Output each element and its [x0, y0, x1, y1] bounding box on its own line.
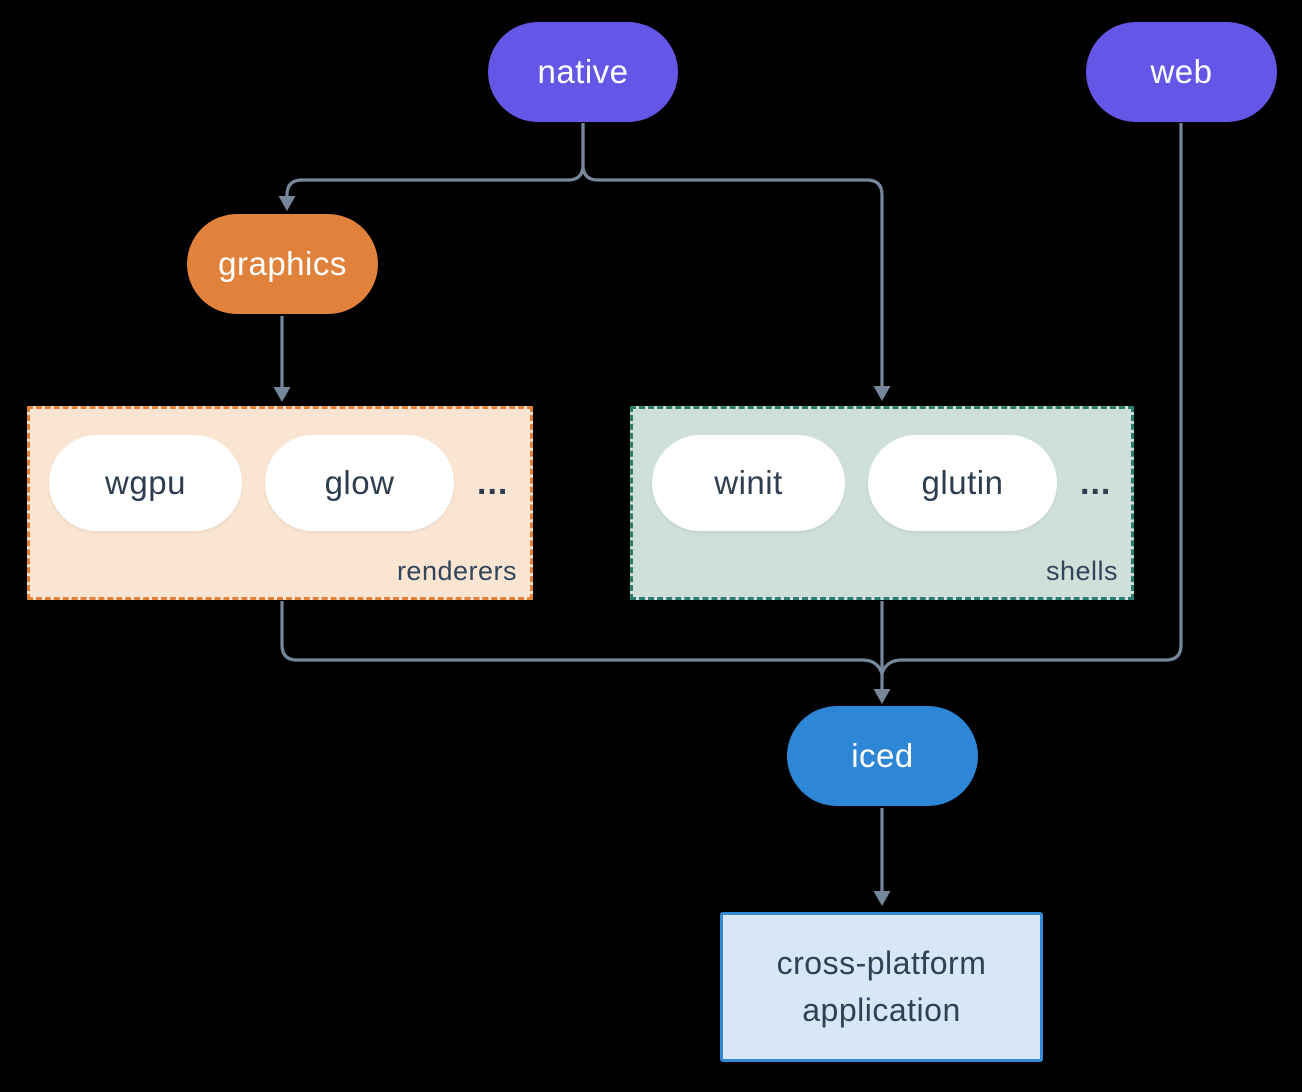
node-glutin: glutin — [868, 435, 1057, 531]
connector-native-to-shells — [581, 123, 884, 386]
node-iced-label: iced — [851, 737, 914, 774]
shells-items: winit glutin ... — [633, 435, 1131, 531]
arrowhead-to-graphics — [278, 196, 296, 211]
node-wgpu-label: wgpu — [105, 464, 186, 501]
arrowhead-to-renderers — [273, 387, 291, 402]
arrowhead-to-app — [873, 891, 891, 906]
node-winit-label: winit — [714, 464, 783, 501]
group-renderers: wgpu glow ... renderers — [27, 406, 533, 600]
connector-native-to-graphics — [285, 123, 585, 197]
node-graphics: graphics — [187, 214, 378, 314]
node-web: web — [1086, 22, 1277, 122]
node-glutin-label: glutin — [921, 464, 1004, 501]
node-glow: glow — [265, 435, 454, 531]
node-cross-platform-application: cross-platform application — [720, 912, 1043, 1062]
shells-ellipsis: ... — [1080, 463, 1112, 502]
renderers-items: wgpu glow ... — [30, 435, 530, 531]
renderers-ellipsis: ... — [477, 463, 509, 502]
node-web-label: web — [1150, 53, 1213, 90]
node-glow-label: glow — [324, 464, 395, 501]
node-winit: winit — [652, 435, 845, 531]
connector-renderers-to-iced — [280, 601, 884, 675]
group-shells: winit glutin ... shells — [630, 406, 1134, 600]
renderers-group-label: renderers — [396, 556, 517, 586]
node-graphics-label: graphics — [218, 245, 347, 282]
node-native-label: native — [537, 53, 629, 90]
node-iced: iced — [787, 706, 978, 806]
shells-group-label: shells — [1045, 556, 1118, 586]
arrowhead-to-iced — [873, 689, 891, 704]
arrowhead-to-shells — [873, 386, 891, 401]
node-native: native — [488, 22, 678, 122]
app-label-line1: cross-platform — [776, 945, 987, 981]
node-wgpu: wgpu — [49, 435, 242, 531]
app-label-line2: application — [802, 992, 961, 1028]
